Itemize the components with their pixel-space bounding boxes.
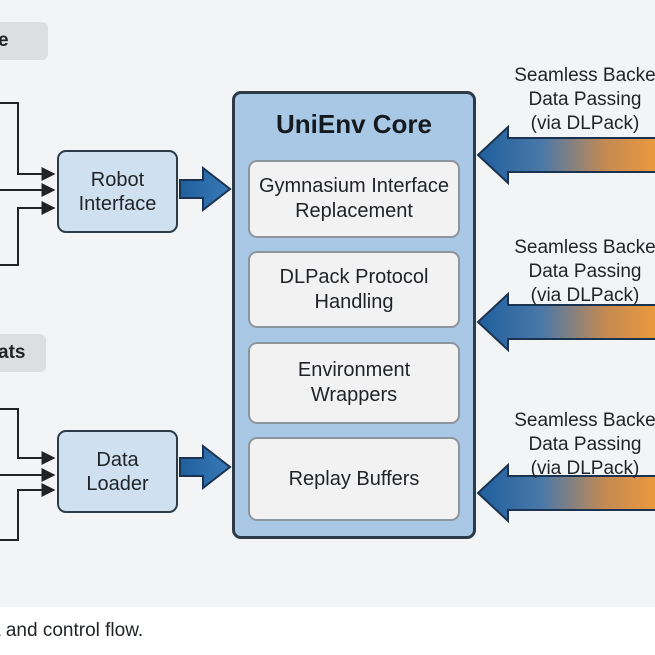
- module-gymnasium-line1: Gymnasium Interface: [258, 175, 450, 197]
- section-tag-middle: ats: [0, 334, 46, 372]
- module-dlpack-line1: DLPack Protocol: [279, 265, 429, 288]
- backend-arrow-top: [476, 124, 655, 186]
- data-loader-line1: Data: [96, 448, 139, 471]
- data-loader-line2: Loader: [86, 472, 149, 495]
- seamless-label-middle: Seamless Backe Data Passing (via DLPack): [500, 236, 655, 308]
- robot-input-connectors: [0, 102, 56, 266]
- loader-input-connectors: [0, 408, 56, 541]
- figure-caption: a and control flow.: [0, 620, 144, 641]
- module-environment-wrappers: Environment Wrappers: [248, 342, 460, 424]
- module-dlpack-protocol: DLPack Protocol Handling: [248, 251, 460, 328]
- loader-to-core-arrow: [179, 443, 232, 491]
- robot-interface-box: Robot Interface: [57, 150, 178, 233]
- robot-to-core-arrow: [179, 165, 232, 213]
- module-gymnasium-line2: Replacement: [295, 200, 413, 222]
- section-tag-top-label: e: [0, 30, 9, 51]
- robot-interface-line2: Interface: [78, 192, 157, 215]
- section-tag-top: e: [0, 22, 48, 60]
- seamless-label-top: Seamless Backe Data Passing (via DLPack): [500, 64, 655, 136]
- seamless-middle-line1: Seamless Backe: [514, 237, 655, 258]
- backend-arrow-middle: [476, 291, 655, 353]
- seamless-bottom-line1: Seamless Backe: [514, 410, 655, 431]
- seamless-middle-line2: Data Passing: [528, 261, 642, 282]
- module-replay-buffers: Replay Buffers: [248, 437, 460, 521]
- seamless-top-line1: Seamless Backe: [514, 65, 655, 86]
- seamless-top-line3: (via DLPack): [530, 113, 640, 134]
- module-wrappers-line2: Wrappers: [310, 384, 398, 406]
- unienv-core-title: UniEnv Core: [275, 109, 433, 139]
- backend-arrow-bottom: [476, 462, 655, 524]
- module-gymnasium-interface: Gymnasium Interface Replacement: [248, 160, 460, 238]
- seamless-bottom-line2: Data Passing: [528, 434, 642, 455]
- seamless-top-line2: Data Passing: [528, 89, 642, 110]
- section-tag-middle-label: ats: [0, 342, 26, 363]
- module-replay-line1: Replay Buffers: [288, 467, 420, 490]
- seamless-label-bottom: Seamless Backe Data Passing (via DLPack): [500, 409, 655, 481]
- module-dlpack-line2: Handling: [314, 290, 394, 313]
- data-loader-box: Data Loader: [57, 430, 178, 513]
- module-wrappers-line1: Environment: [297, 359, 411, 381]
- seamless-bottom-line3: (via DLPack): [530, 458, 640, 479]
- robot-interface-line1: Robot: [90, 168, 145, 191]
- seamless-middle-line3: (via DLPack): [530, 285, 640, 306]
